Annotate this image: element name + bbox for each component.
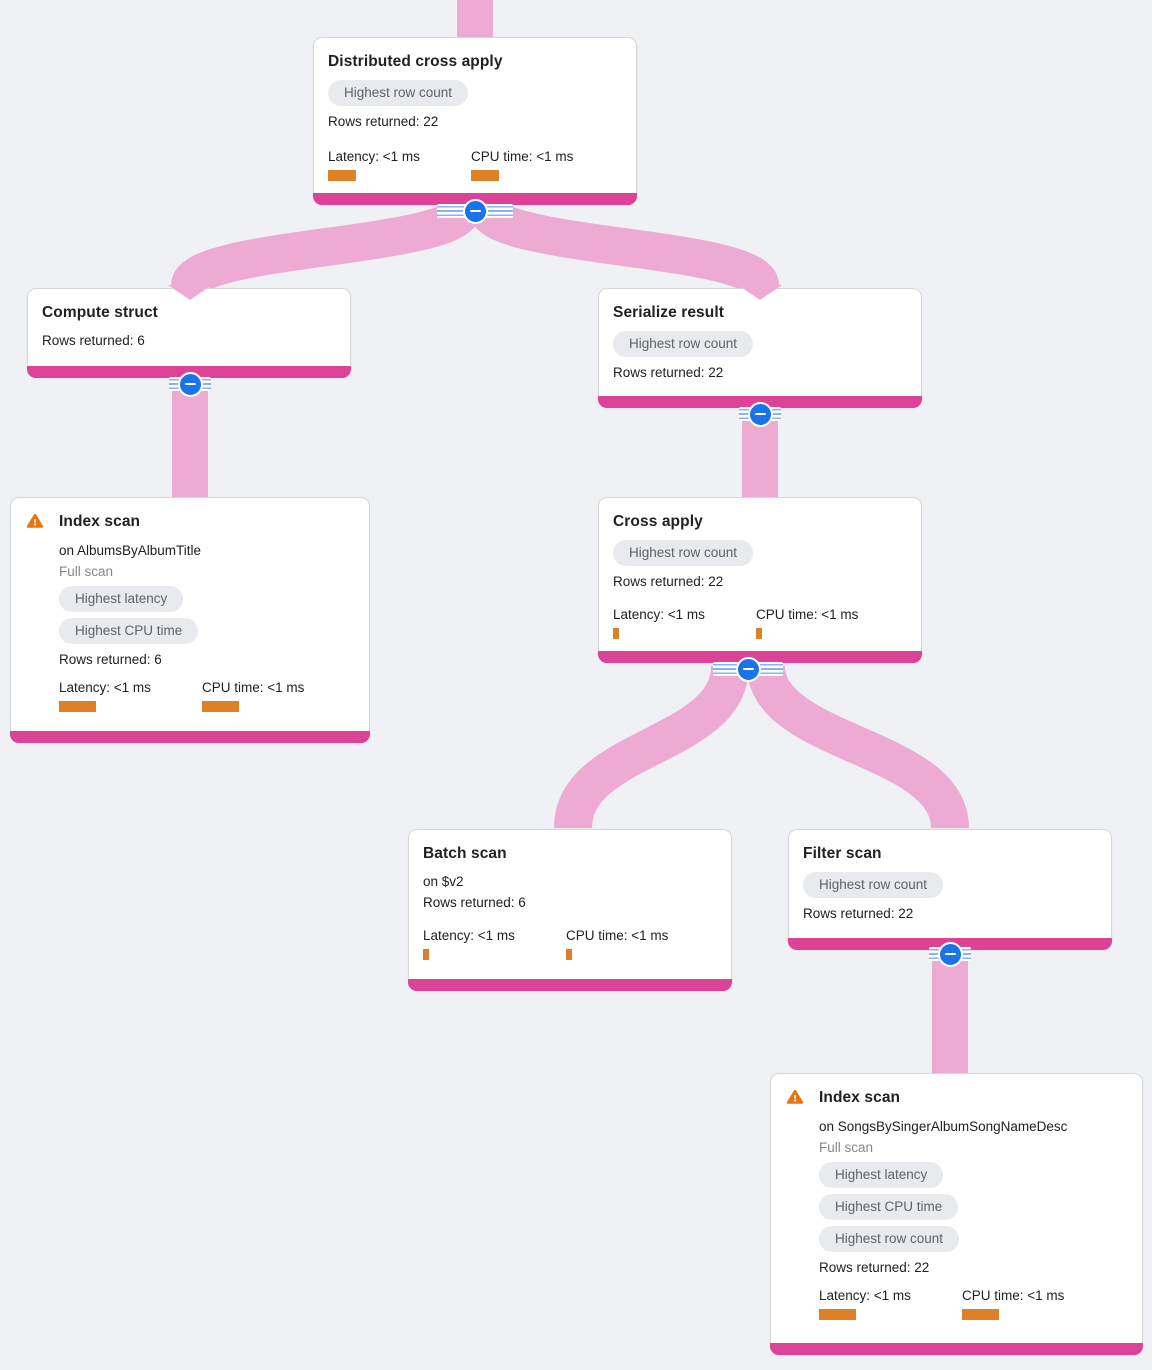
cpu-time-bar (962, 1309, 999, 1320)
edge-to-index-scan-songs (932, 948, 968, 1074)
node-footer-bar (408, 979, 732, 991)
latency-label: Latency: <1 ms (423, 928, 515, 943)
badge-highest-cpu-time: Highest CPU time (819, 1194, 959, 1220)
latency-label: Latency: <1 ms (59, 680, 151, 695)
badge-highest-row-count: Highest row count (613, 540, 754, 566)
plan-node-serialize-result[interactable]: Serialize result Highest row count Rows … (598, 288, 922, 408)
latency-bar (423, 949, 429, 960)
cpu-time-label: CPU time: <1 ms (566, 928, 669, 943)
latency-label: Latency: <1 ms (613, 607, 705, 622)
collapse-button-serialize-result[interactable] (739, 401, 781, 427)
warning-triangle-icon (786, 1088, 804, 1106)
badge-highest-row-count: Highest row count (803, 872, 944, 898)
badge-highest-row-count: Highest row count (613, 331, 754, 357)
minus-circle-icon (462, 198, 488, 224)
minus-circle-icon (735, 656, 761, 682)
node-footer-bar (770, 1343, 1143, 1355)
latency-bar (328, 170, 356, 181)
latency-label: Latency: <1 ms (819, 1288, 911, 1303)
latency-bar (59, 701, 96, 712)
edge-to-compute-struct (171, 199, 482, 295)
node-title: Filter scan (803, 845, 882, 862)
node-title: Index scan (819, 1089, 901, 1106)
latency-label: Latency: <1 ms (328, 149, 420, 164)
minus-circle-icon (177, 371, 203, 397)
latency-bar (613, 628, 619, 639)
node-title: Cross apply (613, 513, 703, 530)
node-footer-bar (598, 651, 922, 663)
cpu-time-label: CPU time: <1 ms (202, 680, 305, 695)
cpu-time-bar (566, 949, 572, 960)
plan-node-compute-struct[interactable]: Compute struct Rows returned: 6 (27, 288, 351, 378)
plan-node-distributed-cross-apply[interactable]: Distributed cross apply Highest row coun… (313, 37, 637, 205)
badge-highest-latency: Highest latency (59, 586, 184, 612)
node-title: Compute struct (42, 304, 158, 321)
full-scan-note: Full scan (819, 1140, 874, 1155)
cpu-time-label: CPU time: <1 ms (962, 1288, 1065, 1303)
node-title: Index scan (59, 513, 141, 530)
collapse-button-cross-apply[interactable] (713, 656, 783, 682)
cpu-time-bar (756, 628, 762, 639)
edge-to-batch-scan (554, 664, 749, 830)
node-subtitle: on $v2 (423, 874, 464, 889)
cpu-time-bar (202, 701, 239, 712)
edge-root-in (457, 0, 493, 39)
rows-returned: Rows returned: 22 (613, 365, 724, 380)
plan-node-batch-scan[interactable]: Batch scan on $v2 Rows returned: 6 Laten… (408, 829, 732, 991)
plan-node-cross-apply[interactable]: Cross apply Highest row count Rows retur… (598, 497, 922, 663)
node-title: Distributed cross apply (328, 53, 503, 70)
node-subtitle: on AlbumsByAlbumTitle (59, 543, 202, 558)
plan-node-index-scan-albums[interactable]: Index scan on AlbumsByAlbumTitle Full sc… (10, 497, 370, 743)
collapse-button-distributed-cross-apply[interactable] (437, 198, 513, 224)
plan-node-index-scan-songs[interactable]: Index scan on SongsBySingerAlbumSongName… (770, 1073, 1143, 1355)
cpu-time-bar (471, 170, 499, 181)
minus-circle-icon (937, 941, 963, 967)
rows-returned: Rows returned: 6 (423, 895, 526, 910)
rows-returned: Rows returned: 6 (59, 652, 162, 667)
minus-circle-icon (747, 401, 773, 427)
node-subtitle: on SongsBySingerAlbumSongNameDesc (819, 1119, 1068, 1134)
rows-returned: Rows returned: 22 (613, 574, 724, 589)
collapse-button-filter-scan[interactable] (929, 941, 971, 967)
node-title: Serialize result (613, 304, 725, 321)
badge-highest-cpu-time: Highest CPU time (59, 618, 199, 644)
badge-highest-row-count: Highest row count (328, 80, 469, 106)
badge-highest-row-count: Highest row count (819, 1226, 960, 1252)
node-footer-bar (10, 731, 370, 743)
cpu-time-label: CPU time: <1 ms (756, 607, 859, 622)
latency-bar (819, 1309, 856, 1320)
node-title: Batch scan (423, 845, 507, 862)
rows-returned: Rows returned: 22 (803, 906, 914, 921)
plan-node-filter-scan[interactable]: Filter scan Highest row count Rows retur… (788, 829, 1112, 950)
rows-returned: Rows returned: 22 (328, 114, 439, 129)
full-scan-note: Full scan (59, 564, 114, 579)
warning-triangle-icon (26, 512, 44, 530)
edge-to-serialize-result (468, 199, 779, 295)
cpu-time-label: CPU time: <1 ms (471, 149, 574, 164)
rows-returned: Rows returned: 6 (42, 333, 145, 348)
collapse-button-compute-struct[interactable] (169, 371, 211, 397)
edge-to-filter-scan (747, 663, 969, 831)
badge-highest-latency: Highest latency (819, 1162, 944, 1188)
rows-returned: Rows returned: 22 (819, 1260, 930, 1275)
